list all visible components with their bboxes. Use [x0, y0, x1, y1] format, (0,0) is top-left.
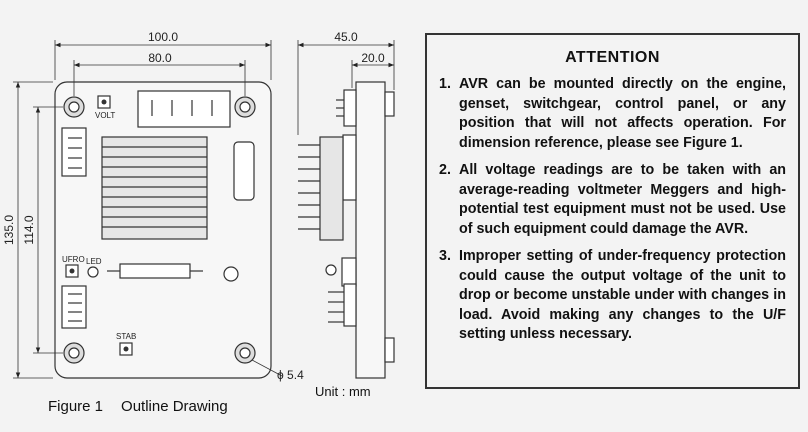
- led-indicator: [87, 266, 99, 278]
- component-circle: [223, 266, 239, 282]
- dim-height-total: 135.0: [2, 215, 16, 245]
- figure-caption: Figure 1 Outline Drawing: [48, 398, 228, 415]
- attention-note: 1. AVR can be mounted directly on the en…: [439, 75, 786, 153]
- note-number: 3.: [439, 248, 451, 264]
- front-view: [54, 81, 272, 379]
- stab-label: STAB: [116, 332, 136, 341]
- dim-depth-total: 45.0: [334, 30, 358, 44]
- note-number: 2.: [439, 162, 451, 178]
- dim-width-inner: 80.0: [148, 51, 172, 65]
- side-heatsink-body: [319, 136, 344, 241]
- heatsink: [101, 136, 208, 240]
- note-text: All voltage readings are to be taken wit…: [459, 162, 786, 237]
- dim-depth-partial: 20.0: [361, 51, 385, 65]
- dim-height-inner: 114.0: [22, 215, 36, 244]
- left-terminal-block-lower: [61, 285, 87, 329]
- attention-note: 3. Improper setting of under-frequency p…: [439, 247, 786, 345]
- outline-drawing: VOLT UFRO LED STAB 100.0 80.0 135.0 114.…: [2, 30, 395, 382]
- top-terminal-block: [137, 90, 231, 128]
- left-terminal-block-upper: [61, 127, 87, 177]
- dim-hole-diameter: ϕ 5.4: [277, 368, 304, 382]
- attention-note: 2. All voltage readings are to be taken …: [439, 161, 786, 239]
- figure-number: Figure 1: [48, 398, 104, 415]
- side-dimension-lines: [297, 40, 395, 135]
- mounting-hole: [63, 342, 85, 364]
- dimension-lines: [13, 40, 283, 379]
- side-view: [298, 81, 395, 379]
- volt-label: VOLT: [95, 111, 115, 120]
- dim-width-total: 100.0: [148, 30, 178, 44]
- attention-panel: ATTENTION 1. AVR can be mounted directly…: [425, 33, 800, 389]
- note-text: AVR can be mounted directly on the engin…: [459, 76, 786, 151]
- mounting-hole: [234, 96, 256, 118]
- mounting-hole: [63, 96, 85, 118]
- led-label: LED: [86, 257, 102, 266]
- note-text: Improper setting of under-frequency prot…: [459, 248, 786, 342]
- side-base-plate: [355, 81, 386, 379]
- attention-notes: 1. AVR can be mounted directly on the en…: [439, 75, 786, 345]
- attention-title: ATTENTION: [565, 49, 660, 66]
- capacitor: [233, 141, 255, 201]
- ufro-label: UFRO: [62, 255, 85, 264]
- note-number: 1.: [439, 76, 451, 92]
- mounting-hole: [234, 342, 256, 364]
- resistor: [107, 263, 203, 279]
- unit-label: Unit : mm: [315, 384, 371, 399]
- figure-title: Outline Drawing: [121, 398, 228, 415]
